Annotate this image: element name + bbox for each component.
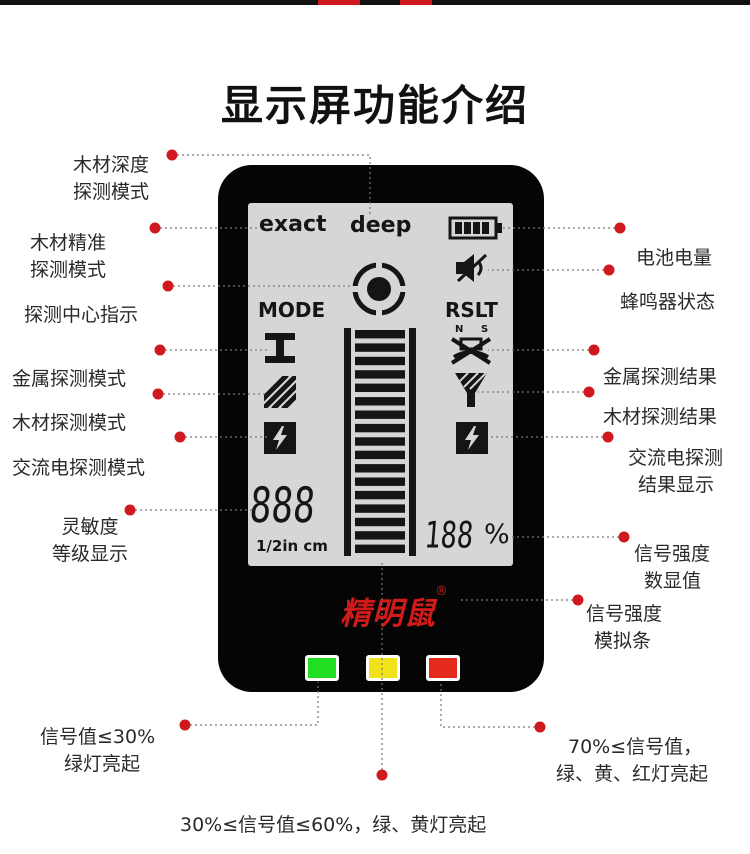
signal-bar-segment — [355, 450, 405, 460]
top-mark-right — [400, 0, 432, 5]
yellow-led — [366, 655, 400, 681]
label-buzzer: 蜂鸣器状态 — [620, 291, 716, 313]
signal-percent-sign: % — [484, 519, 510, 550]
signal-bar-segment — [355, 531, 405, 540]
lcd-screen: exact deep MODE RSLT — [248, 203, 513, 566]
signal-bar-segment — [355, 504, 405, 513]
signal-bar-segment — [355, 423, 405, 433]
top-mark-left — [318, 0, 360, 5]
leader-dot — [174, 431, 186, 443]
signal-bar-segment — [355, 464, 405, 473]
label-signal-bar: 信号强度模拟条 — [586, 603, 663, 652]
label-metal-mode: 金属探测模式 — [12, 368, 127, 390]
label-center: 探测中心指示 — [24, 304, 139, 326]
leader-dot — [179, 719, 191, 731]
label-wood-mode: 木材探测模式 — [12, 412, 127, 434]
ns-n-label: N — [455, 324, 464, 335]
battery-icon — [448, 216, 502, 240]
signal-bar-segment — [355, 517, 405, 527]
wood-result-icon — [455, 372, 487, 407]
label-sensitivity: 灵敏度等级显示 — [52, 516, 129, 565]
leader-dot — [166, 149, 178, 161]
ac-result-icon — [456, 422, 488, 454]
mode-label: MODE — [258, 298, 326, 322]
leader-line — [172, 154, 371, 215]
leader-dot — [376, 769, 388, 781]
signal-strength-bar — [344, 328, 416, 556]
leader-dot — [603, 264, 615, 276]
signal-bar-segment — [355, 370, 405, 379]
leader-dot — [572, 594, 584, 606]
leader-dot — [162, 280, 174, 292]
red-led — [426, 655, 460, 681]
label-green: 信号值≤30%绿灯亮起 — [40, 726, 156, 775]
label-wood-result: 木材探测结果 — [603, 406, 718, 428]
exact-indicator: exact — [259, 212, 327, 237]
top-strip — [0, 0, 750, 5]
label-wood-exact: 木材精准探测模式 — [30, 232, 107, 281]
metal-result-icon — [450, 337, 492, 365]
signal-bar-segments — [355, 330, 405, 553]
signal-bar-segment — [355, 397, 405, 406]
signal-bar-segment — [355, 477, 405, 486]
ns-s-label: S — [481, 324, 489, 335]
signal-bar-segment — [355, 544, 405, 553]
leader-dot — [614, 222, 626, 234]
wood-mode-icon — [264, 376, 296, 408]
center-target-icon — [351, 261, 407, 317]
signal-bar-segment — [355, 383, 405, 392]
green-led — [305, 655, 339, 681]
leader-dot — [583, 386, 595, 398]
leader-dot — [152, 388, 164, 400]
label-signal-value: 信号强度数显值 — [634, 543, 711, 592]
leader-dot — [618, 531, 630, 543]
ac-mode-icon — [264, 422, 296, 454]
metal-mode-icon — [265, 333, 295, 363]
unit-label: 1/2in cm — [256, 537, 328, 555]
buzzer-muted-icon — [456, 253, 488, 283]
signal-bar-segment — [355, 343, 405, 352]
leader-dot — [602, 431, 614, 443]
leader-dot — [149, 222, 161, 234]
leader-dot — [534, 721, 546, 733]
leader-line — [440, 682, 540, 728]
label-ac-mode: 交流电探测模式 — [12, 457, 146, 479]
brand-registered-mark: ® — [435, 584, 448, 599]
signal-bar-segment — [355, 437, 405, 446]
label-metal-result: 金属探测结果 — [603, 366, 718, 388]
rslt-label: RSLT — [445, 298, 498, 322]
label-battery: 电池电量 — [636, 247, 713, 269]
label-yellow: 30%≤信号值≤60%，绿、黄灯亮起 — [180, 814, 487, 836]
signal-bar-segment — [355, 356, 405, 366]
label-wood-deep: 木材深度探测模式 — [73, 154, 150, 203]
deep-indicator: deep — [350, 213, 412, 238]
label-ac-result: 交流电探测结果显示 — [628, 447, 724, 496]
signal-bar-segment — [355, 490, 405, 500]
signal-bar-segment — [355, 410, 405, 419]
page-title: 显示屏功能介绍 — [220, 81, 529, 130]
leader-dot — [588, 344, 600, 356]
label-red: 70%≤信号值，绿、黄、红灯亮起 — [556, 736, 709, 785]
leader-dot — [124, 504, 136, 516]
signal-bar-segment — [355, 330, 405, 339]
brand-logo: 精明鼠 — [340, 596, 436, 632]
leader-dot — [154, 344, 166, 356]
leader-line — [185, 682, 319, 726]
